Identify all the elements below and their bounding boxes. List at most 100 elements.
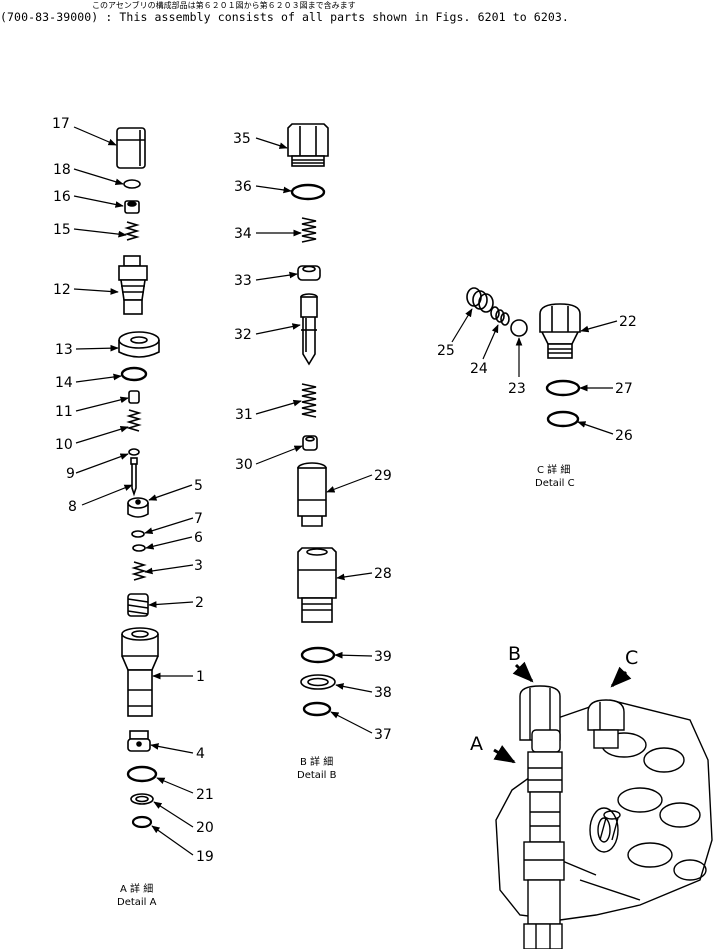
part-32-poppet [300,293,318,366]
detail-c-callouts: 22 25 24 23 27 26 [437,314,637,444]
part-2-spring [127,593,149,617]
detail-a-callouts: 17 18 16 15 12 13 14 11 10 9 8 5 7 6 3 2… [52,116,214,865]
callout-31: 31 [235,407,253,423]
part-37-o-ring [302,701,332,717]
callout-24: 24 [470,361,488,377]
callout-15: 15 [53,222,71,238]
part-11-piston [128,390,140,404]
detail-b-leaders [255,137,373,734]
callout-29: 29 [374,468,392,484]
assembly-label-c: C [625,647,638,669]
part-25-spring [466,287,494,313]
part-4-plug [127,730,151,752]
part-10-spring [126,409,142,432]
part-35-plug [287,123,329,167]
callout-23: 23 [508,381,526,397]
callout-30: 30 [235,457,253,473]
part-39-o-ring [300,646,336,664]
part-8-needle [130,457,138,497]
assembly-label-a: A [470,733,483,755]
callout-13: 13 [55,342,73,358]
callout-6: 6 [194,530,203,546]
detail-b-caption-en: Detail B [297,770,337,781]
valve-assembly-view [495,685,713,949]
part-16-nut [124,200,140,214]
callout-25: 25 [437,343,455,359]
part-13-locknut [118,331,160,358]
part-7-ring [131,530,145,538]
assembly-pointer-arrows [493,661,632,764]
part-27-o-ring [545,379,581,397]
callout-26: 26 [615,428,633,444]
part-36-o-ring [290,183,326,201]
callout-2: 2 [195,595,204,611]
callout-32: 32 [234,327,252,343]
part-17-cap [116,127,146,169]
detail-c-caption-jp: C 詳 細 [537,463,570,476]
part-23-ball [510,319,528,337]
detail-a-parts [116,127,160,829]
header-note-english: (700-83-39000) : This assembly consists … [0,10,569,24]
part-30-piston [302,435,318,451]
part-5-seat [127,497,149,518]
part-6-ring [132,544,146,552]
callout-37: 37 [374,727,392,743]
callout-34: 34 [234,226,252,242]
callout-35: 35 [233,131,251,147]
part-33-nut [297,265,321,281]
detail-b-callouts: 35 36 34 33 32 31 30 29 28 39 38 37 [233,131,392,743]
part-14-o-ring [120,366,148,382]
callout-1: 1 [196,669,205,685]
callout-5: 5 [194,478,203,494]
detail-b-parts [287,123,337,717]
header-note-japanese: このアセンブリの構成部品は第６２０１図から第６２０３図まで含みます [92,1,356,10]
part-12-plug [118,255,148,315]
callout-4: 4 [196,746,205,762]
detail-c-leaders [451,308,618,435]
callout-17: 17 [52,116,70,132]
callout-3: 3 [194,558,203,574]
assembly-labels: B C A [470,643,638,755]
part-28-valve-body [297,547,337,623]
part-26-o-ring [546,410,580,428]
detail-c-caption-en: Detail C [535,478,575,489]
detail-b-caption-jp: B 詳 細 [300,755,333,768]
detail-a-leaders [73,126,194,856]
callout-33: 33 [234,273,252,289]
callout-10: 10 [55,437,73,453]
part-3-spring [131,561,147,581]
part-20-backup-ring [130,793,154,805]
assembly-label-b: B [508,643,521,665]
detail-a-caption-jp: A 詳 細 [120,882,153,895]
callout-8: 8 [68,499,77,515]
callout-12: 12 [53,282,71,298]
detail-captions: A 詳 細 Detail A B 詳 細 Detail B C 詳 細 Deta… [117,463,575,908]
part-9-washer [128,448,140,456]
part-38-backup-ring [300,674,336,690]
part-19-o-ring [131,815,153,829]
part-15-spring [124,221,140,241]
part-1-sleeve [121,627,159,717]
callout-18: 18 [53,162,71,178]
callout-20: 20 [196,820,214,836]
callout-9: 9 [66,466,75,482]
part-22-relief-plug [539,303,581,359]
detail-a-caption-en: Detail A [117,897,157,908]
part-18-ring [123,179,141,189]
callout-11: 11 [55,404,73,420]
callout-21: 21 [196,787,214,803]
callout-27: 27 [615,381,633,397]
callout-19: 19 [196,849,214,865]
part-24-spring [490,306,510,326]
part-34-spring [301,217,317,243]
detail-c-parts [466,287,581,428]
callout-16: 16 [53,189,71,205]
callout-22: 22 [619,314,637,330]
callout-36: 36 [234,179,252,195]
callout-38: 38 [374,685,392,701]
callout-39: 39 [374,649,392,665]
callout-28: 28 [374,566,392,582]
callout-7: 7 [194,511,203,527]
part-29-sleeve [297,462,327,527]
